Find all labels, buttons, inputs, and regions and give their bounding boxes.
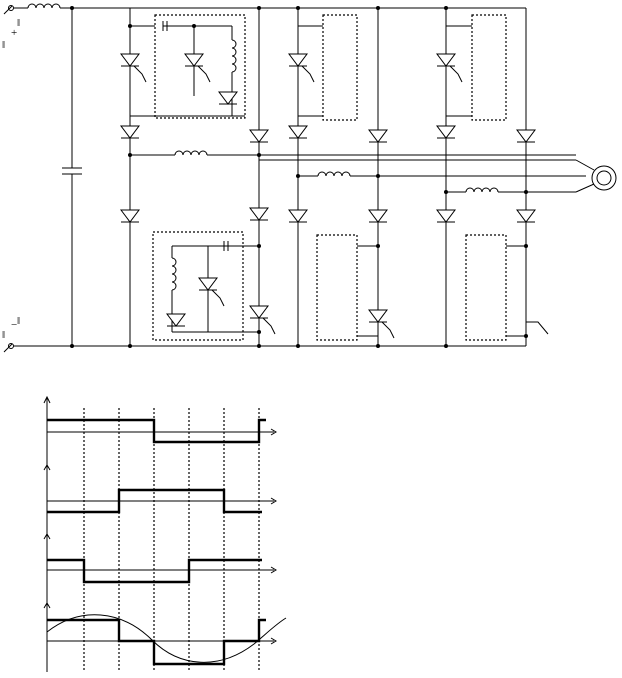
phase-leg-3 [436, 6, 549, 348]
circuit: ‖ + ‖ ‖ − ‖ [2, 3, 617, 353]
positive-label: + [11, 27, 17, 39]
waveform-2 [47, 488, 277, 514]
commutation-circuit-box-2u [322, 14, 358, 121]
output-inductor-3-icon [465, 187, 499, 193]
tick-marks-bottom-2: ‖ [17, 315, 20, 327]
motor-connection [259, 154, 617, 193]
phase-leg-2 [288, 6, 395, 348]
thyristor-2l-icon [368, 309, 395, 339]
thyristor-3u-icon [436, 53, 463, 83]
dc-link-capacitor-icon [62, 6, 82, 348]
commutation-circuit-box-2l [316, 234, 358, 341]
motor-icon [591, 165, 617, 191]
timing-markers [83, 408, 260, 672]
negative-label: − [11, 319, 17, 331]
phase-leg-1 [120, 6, 276, 348]
commutation-circuit-box-1u [154, 14, 246, 119]
waveform-1 [47, 418, 277, 444]
input-inductor-icon [14, 3, 72, 9]
thyristor-1l-icon [249, 305, 276, 335]
thyristor-3l-gate-icon [526, 321, 549, 335]
waveforms [43, 395, 287, 672]
commutation-circuit-box-1l [152, 231, 244, 341]
negative-terminal-icon [8, 343, 14, 349]
thyristor-2u-icon [288, 53, 315, 83]
commutation-circuit-box-3u [471, 14, 507, 121]
tick-marks-top-2: ‖ [17, 17, 20, 29]
tick-marks-bottom: ‖ [2, 329, 5, 341]
output-inductor-2-icon [317, 171, 351, 177]
waveform-4 [46, 614, 287, 666]
positive-terminal-icon [8, 5, 14, 11]
dc-source: ‖ + ‖ ‖ − ‖ [2, 5, 20, 353]
commutation-inductor-1u-icon [231, 39, 237, 73]
diode-1l-icon [120, 209, 140, 223]
thyristor-1u-icon [120, 53, 147, 83]
waveform-3 [47, 558, 277, 584]
commutation-circuit-box-3l [465, 234, 507, 341]
fundamental-sine-curve [46, 614, 287, 663]
tick-marks-top: ‖ [2, 39, 5, 51]
diode-1u-icon [120, 125, 140, 139]
output-inductor-1-icon [174, 150, 208, 156]
